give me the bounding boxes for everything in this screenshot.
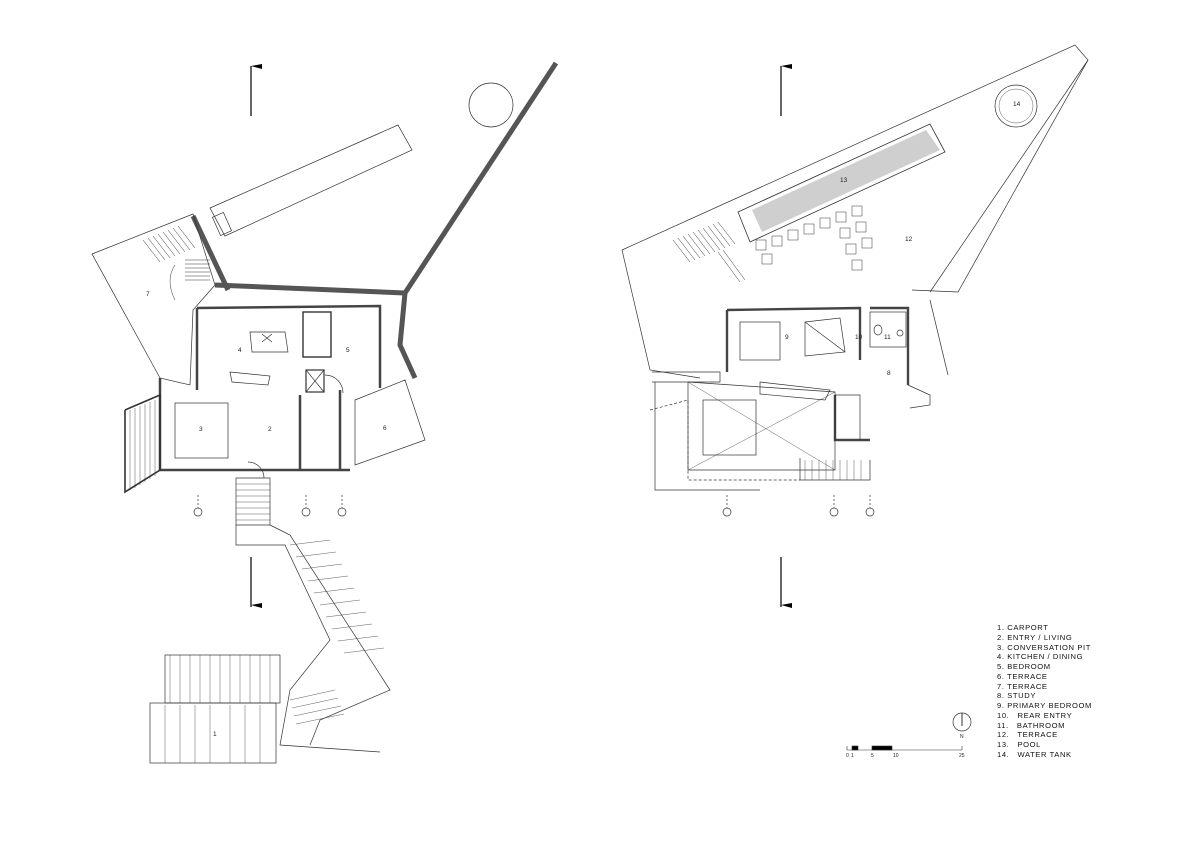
stairs — [672, 221, 746, 283]
house-walls — [158, 304, 382, 472]
water-tank — [994, 84, 1038, 128]
room-label-kitchen-dining: 4 — [238, 347, 242, 354]
legend-item: 3. CONVERSATION PIT — [997, 642, 1091, 652]
section-marker — [250, 64, 262, 116]
legend-item: 4. KITCHEN / DINING — [997, 652, 1084, 662]
room-label-pool: 13 — [840, 177, 848, 184]
section-marker — [780, 64, 792, 116]
water-tank-outline — [468, 82, 514, 128]
room-label-conversation-pit: 3 — [199, 426, 203, 433]
pool — [737, 123, 946, 243]
room-legend: 1. CARPORT 2. ENTRY / LIVING 3. CONVERSA… — [997, 623, 1092, 760]
legend-item: 10. REAR ENTRY — [997, 710, 1073, 720]
room-label-entry-living: 2 — [268, 426, 272, 433]
legend-item: 11. BATHROOM — [997, 720, 1066, 730]
upper-house-walls — [725, 306, 910, 442]
section-tag — [337, 507, 347, 517]
room-label-terrace-12: 12 — [905, 236, 913, 243]
north-label: N — [960, 734, 964, 740]
room-label-study: 8 — [887, 370, 891, 377]
legend-item: 9. PRIMARY BEDROOM — [997, 701, 1092, 710]
entry-stairs — [235, 477, 271, 526]
deck-boards — [129, 400, 156, 490]
legend-item: 13. POOL — [997, 740, 1041, 749]
scale-tick: 0 — [846, 753, 849, 759]
section-tag — [722, 507, 732, 517]
upper-level-plan — [621, 44, 1089, 608]
room-label-water-tank: 14 — [1013, 101, 1021, 108]
lower-level-plan — [91, 61, 559, 764]
stairs — [142, 225, 210, 301]
pool-outline — [209, 124, 413, 237]
paving-stones — [755, 205, 873, 271]
room-label-terrace-6: 6 — [383, 425, 387, 432]
room-label-bedroom: 5 — [346, 347, 350, 354]
legend-item: 8. STUDY — [997, 691, 1036, 701]
legend-item: 2. ENTRY / LIVING — [997, 632, 1073, 642]
legend-item: 1. CARPORT — [997, 623, 1049, 632]
legend-item: 7. TERRACE — [997, 681, 1048, 691]
section-tag — [865, 507, 875, 517]
scale-bar — [846, 745, 963, 751]
room-label-bathroom: 11 — [884, 334, 891, 341]
section-marker — [250, 557, 262, 608]
section-tag — [829, 507, 839, 517]
scale-tick: 25 — [959, 753, 965, 759]
scale-tick: 1 — [851, 753, 854, 759]
section-tag — [301, 507, 311, 517]
room-label-carport: 1 — [213, 731, 217, 738]
scale-tick: 10 — [893, 753, 899, 759]
long-stairs — [289, 539, 385, 725]
terrace-6-outline — [354, 379, 426, 466]
north-arrow-icon — [952, 712, 972, 732]
room-label-primary-bedroom: 9 — [785, 334, 789, 341]
legend-item: 12. TERRACE — [997, 730, 1058, 740]
legend-item: 5. BEDROOM — [997, 662, 1051, 671]
bed — [739, 321, 781, 361]
room-label-rear-entry: 10 — [855, 334, 863, 341]
legend-item: 6. TERRACE — [997, 671, 1048, 681]
legend-item: 14. WATER TANK — [997, 749, 1072, 759]
conversation-pit — [174, 402, 229, 459]
scale-tick: 5 — [871, 753, 874, 759]
retaining-wall — [397, 61, 559, 380]
room-label-terrace-7: 7 — [146, 291, 150, 298]
section-tag — [193, 507, 203, 517]
section-marker — [780, 557, 792, 608]
kitchen-island — [249, 331, 289, 353]
